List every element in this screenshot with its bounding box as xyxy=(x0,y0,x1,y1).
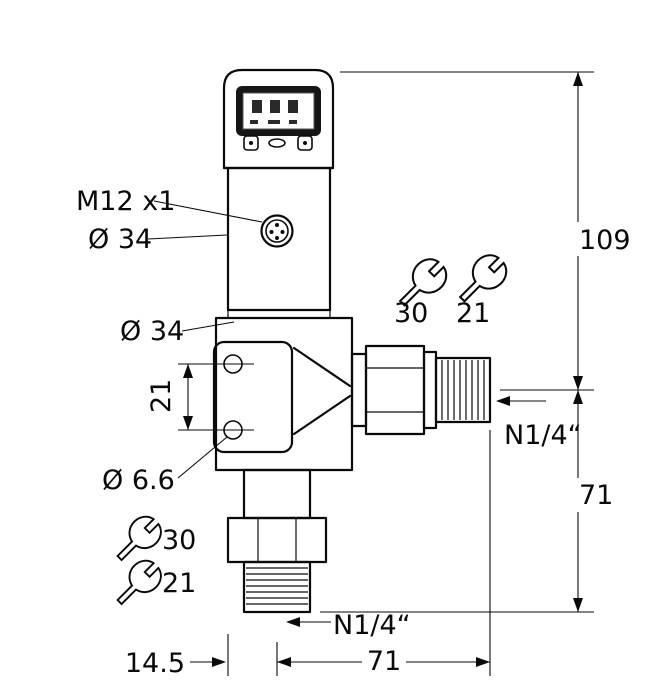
side-port-thread-callout: N1/4“ xyxy=(496,396,582,451)
head-diameter-label: Ø 34 xyxy=(88,224,152,255)
bottom-port-thread xyxy=(242,560,312,614)
annotation-body-diameter: Ø 34 xyxy=(120,316,235,347)
side-port-thread xyxy=(434,356,492,424)
annotation-head-diameter: Ø 34 xyxy=(88,224,228,255)
bottom-offset-label: 14.5 xyxy=(125,648,185,679)
side-port-hex xyxy=(364,344,426,436)
dimension-bottom-width: 71 xyxy=(276,430,491,677)
m12-connector xyxy=(260,214,294,248)
bottom-width-label: 71 xyxy=(367,646,401,677)
center-button xyxy=(268,138,286,148)
wrench-icon xyxy=(116,559,162,606)
hole-diameter-label: Ø 6.6 xyxy=(102,465,175,496)
side-port-washer xyxy=(422,350,438,430)
m12-thread-label: M12 x1 xyxy=(76,186,175,217)
bottom-port xyxy=(226,468,328,614)
wrench-icon xyxy=(458,254,508,303)
sensor-body xyxy=(222,166,335,318)
dimension-hole-pitch: 21 xyxy=(146,363,254,431)
dimension-lower-height: 71 xyxy=(320,390,616,613)
right-button xyxy=(297,135,313,151)
side-port-thread-label: N1/4“ xyxy=(504,420,582,451)
display-buttons xyxy=(243,135,313,151)
lcd-display xyxy=(236,86,321,136)
hole-pitch-label: 21 xyxy=(146,379,177,413)
side-wrench-size-1: 30 xyxy=(394,298,428,329)
bottom-wrench-size-2: 21 xyxy=(162,568,196,599)
wrench-icon xyxy=(116,515,162,562)
lower-height-label: 71 xyxy=(579,480,613,511)
side-wrench-callouts: 30 21 xyxy=(394,254,508,329)
body-diameter-label: Ø 34 xyxy=(120,316,184,347)
mounting-plate xyxy=(212,340,294,454)
bottom-port-thread-callout: N1/4“ xyxy=(286,610,411,641)
side-port-collar xyxy=(350,352,368,428)
side-port xyxy=(350,344,492,436)
annotation-hole-diameter: Ø 6.6 xyxy=(102,436,228,496)
bore-chevron xyxy=(292,346,352,436)
bottom-wrench-size-1: 30 xyxy=(162,525,196,556)
dimension-overall-height: 109 xyxy=(340,71,631,391)
side-wrench-size-2: 21 xyxy=(456,298,490,329)
left-button xyxy=(243,135,259,151)
bottom-port-hex xyxy=(226,516,328,564)
annotation-m12: M12 x1 xyxy=(76,186,263,223)
sensor-head xyxy=(222,68,335,170)
dimension-bottom-offset: 14.5 xyxy=(125,634,229,679)
overall-height-label: 109 xyxy=(579,225,631,256)
bottom-wrench-callouts: 30 21 xyxy=(116,515,196,606)
wrench-icon xyxy=(398,258,448,307)
bottom-port-thread-label: N1/4“ xyxy=(333,610,411,641)
process-block xyxy=(212,316,354,472)
bottom-port-neck xyxy=(242,468,312,520)
